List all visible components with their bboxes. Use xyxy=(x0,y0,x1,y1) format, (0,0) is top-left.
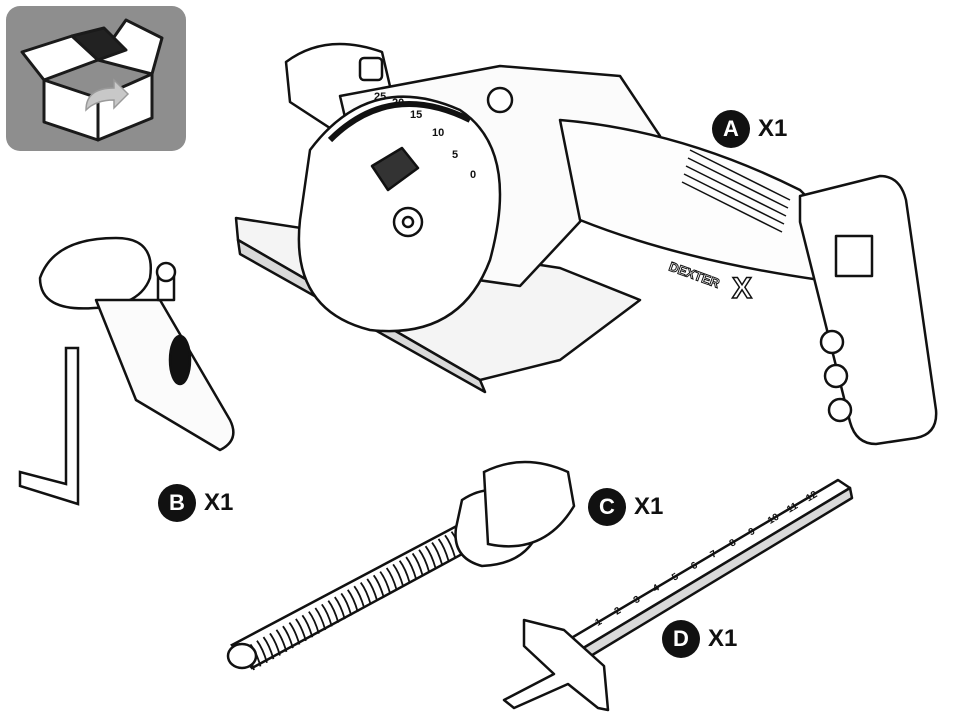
part-letter-b: B xyxy=(158,484,196,522)
dust-hose-illustration xyxy=(226,460,576,671)
part-quantity-b: X1 xyxy=(204,489,234,516)
saw-brand-text: DEXTER xyxy=(667,259,722,291)
guide-scale-label: 4 xyxy=(651,582,662,595)
saw-brand-mark: X xyxy=(732,272,752,305)
part-quantity-a: X1 xyxy=(758,115,788,142)
bevel-scale-5: 5 xyxy=(452,149,458,161)
guide-scale-label: 5 xyxy=(670,571,681,584)
circular-saw-illustration xyxy=(234,42,938,446)
bevel-scale-10: 10 xyxy=(432,127,444,139)
part-letter-a: A xyxy=(712,110,750,148)
guide-scale-label: 7 xyxy=(708,548,719,561)
unboxing-icon xyxy=(6,6,186,151)
hex-key-illustration xyxy=(18,346,80,506)
guide-scale-label: 2 xyxy=(613,605,624,618)
guide-scale-label: 9 xyxy=(747,526,758,539)
guide-scale-label: 6 xyxy=(689,560,700,573)
parallel-guide-illustration xyxy=(502,478,854,712)
part-label-a: A X1 xyxy=(712,110,787,148)
guide-scale-label: 10 xyxy=(766,511,782,526)
bevel-scale-0: 0 xyxy=(470,169,476,181)
part-label-b: B X1 xyxy=(158,484,233,522)
bevel-scale-15: 15 xyxy=(410,109,422,121)
part-label-c: C X1 xyxy=(588,488,663,526)
part-quantity-c: X1 xyxy=(634,493,664,520)
front-handle-illustration xyxy=(38,236,235,452)
part-quantity-d: X1 xyxy=(708,625,738,652)
part-letter-d: D xyxy=(662,620,700,658)
guide-scale-label: 8 xyxy=(728,537,739,550)
part-letter-c: C xyxy=(588,488,626,526)
guide-scale-label: 3 xyxy=(632,594,643,607)
part-label-d: D X1 xyxy=(662,620,737,658)
guide-scale-label: 12 xyxy=(804,489,820,504)
bevel-scale-20: 20 xyxy=(392,97,404,109)
bevel-scale: 0 5 10 15 20 25 xyxy=(374,91,476,181)
guide-scale-label: 1 xyxy=(593,616,604,629)
bevel-scale-25: 25 xyxy=(374,91,386,103)
